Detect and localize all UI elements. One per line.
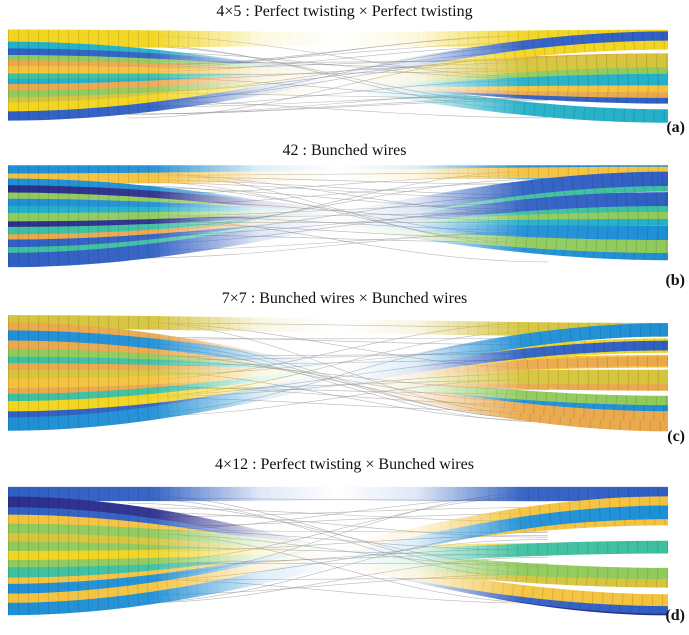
strand-segments xyxy=(8,29,668,49)
panel-c-label: (c) xyxy=(667,428,685,445)
panel-d-label: (d) xyxy=(665,607,685,624)
cable-d-svg xyxy=(8,486,668,616)
wire-strand xyxy=(8,171,668,268)
wire-strand xyxy=(8,323,668,431)
cable-a-svg xyxy=(8,29,668,123)
strand-group xyxy=(8,315,668,432)
strand-segments xyxy=(8,315,668,337)
strand-group xyxy=(8,165,668,268)
panel-b-title: 42 : Bunched wires xyxy=(282,142,407,159)
wire-strand xyxy=(8,166,668,185)
panel-c-title: 7×7 : Bunched wires × Bunched wires xyxy=(221,290,468,307)
thread-line xyxy=(127,338,549,340)
panel-a-title: 4×5 : Perfect twisting × Perfect twistin… xyxy=(216,3,473,20)
cable-b-svg xyxy=(8,165,668,268)
strand-group xyxy=(8,486,668,616)
panel-c-cable xyxy=(8,312,668,434)
thread-line xyxy=(127,556,549,604)
cable-c-svg xyxy=(8,315,668,432)
wire-strand xyxy=(8,496,668,607)
panel-d-cable xyxy=(8,484,668,619)
panel-b-label: (b) xyxy=(665,272,685,289)
panel-a-label: (a) xyxy=(666,119,685,136)
strand-group xyxy=(8,29,668,123)
panel-b-cable xyxy=(8,162,668,270)
panel-a-cable xyxy=(8,26,668,126)
panel-d-title: 4×12 : Perfect twisting × Bunched wires xyxy=(215,456,474,473)
wire-strand xyxy=(8,505,668,616)
strand-segments xyxy=(8,166,668,185)
wire-strand xyxy=(8,31,668,121)
